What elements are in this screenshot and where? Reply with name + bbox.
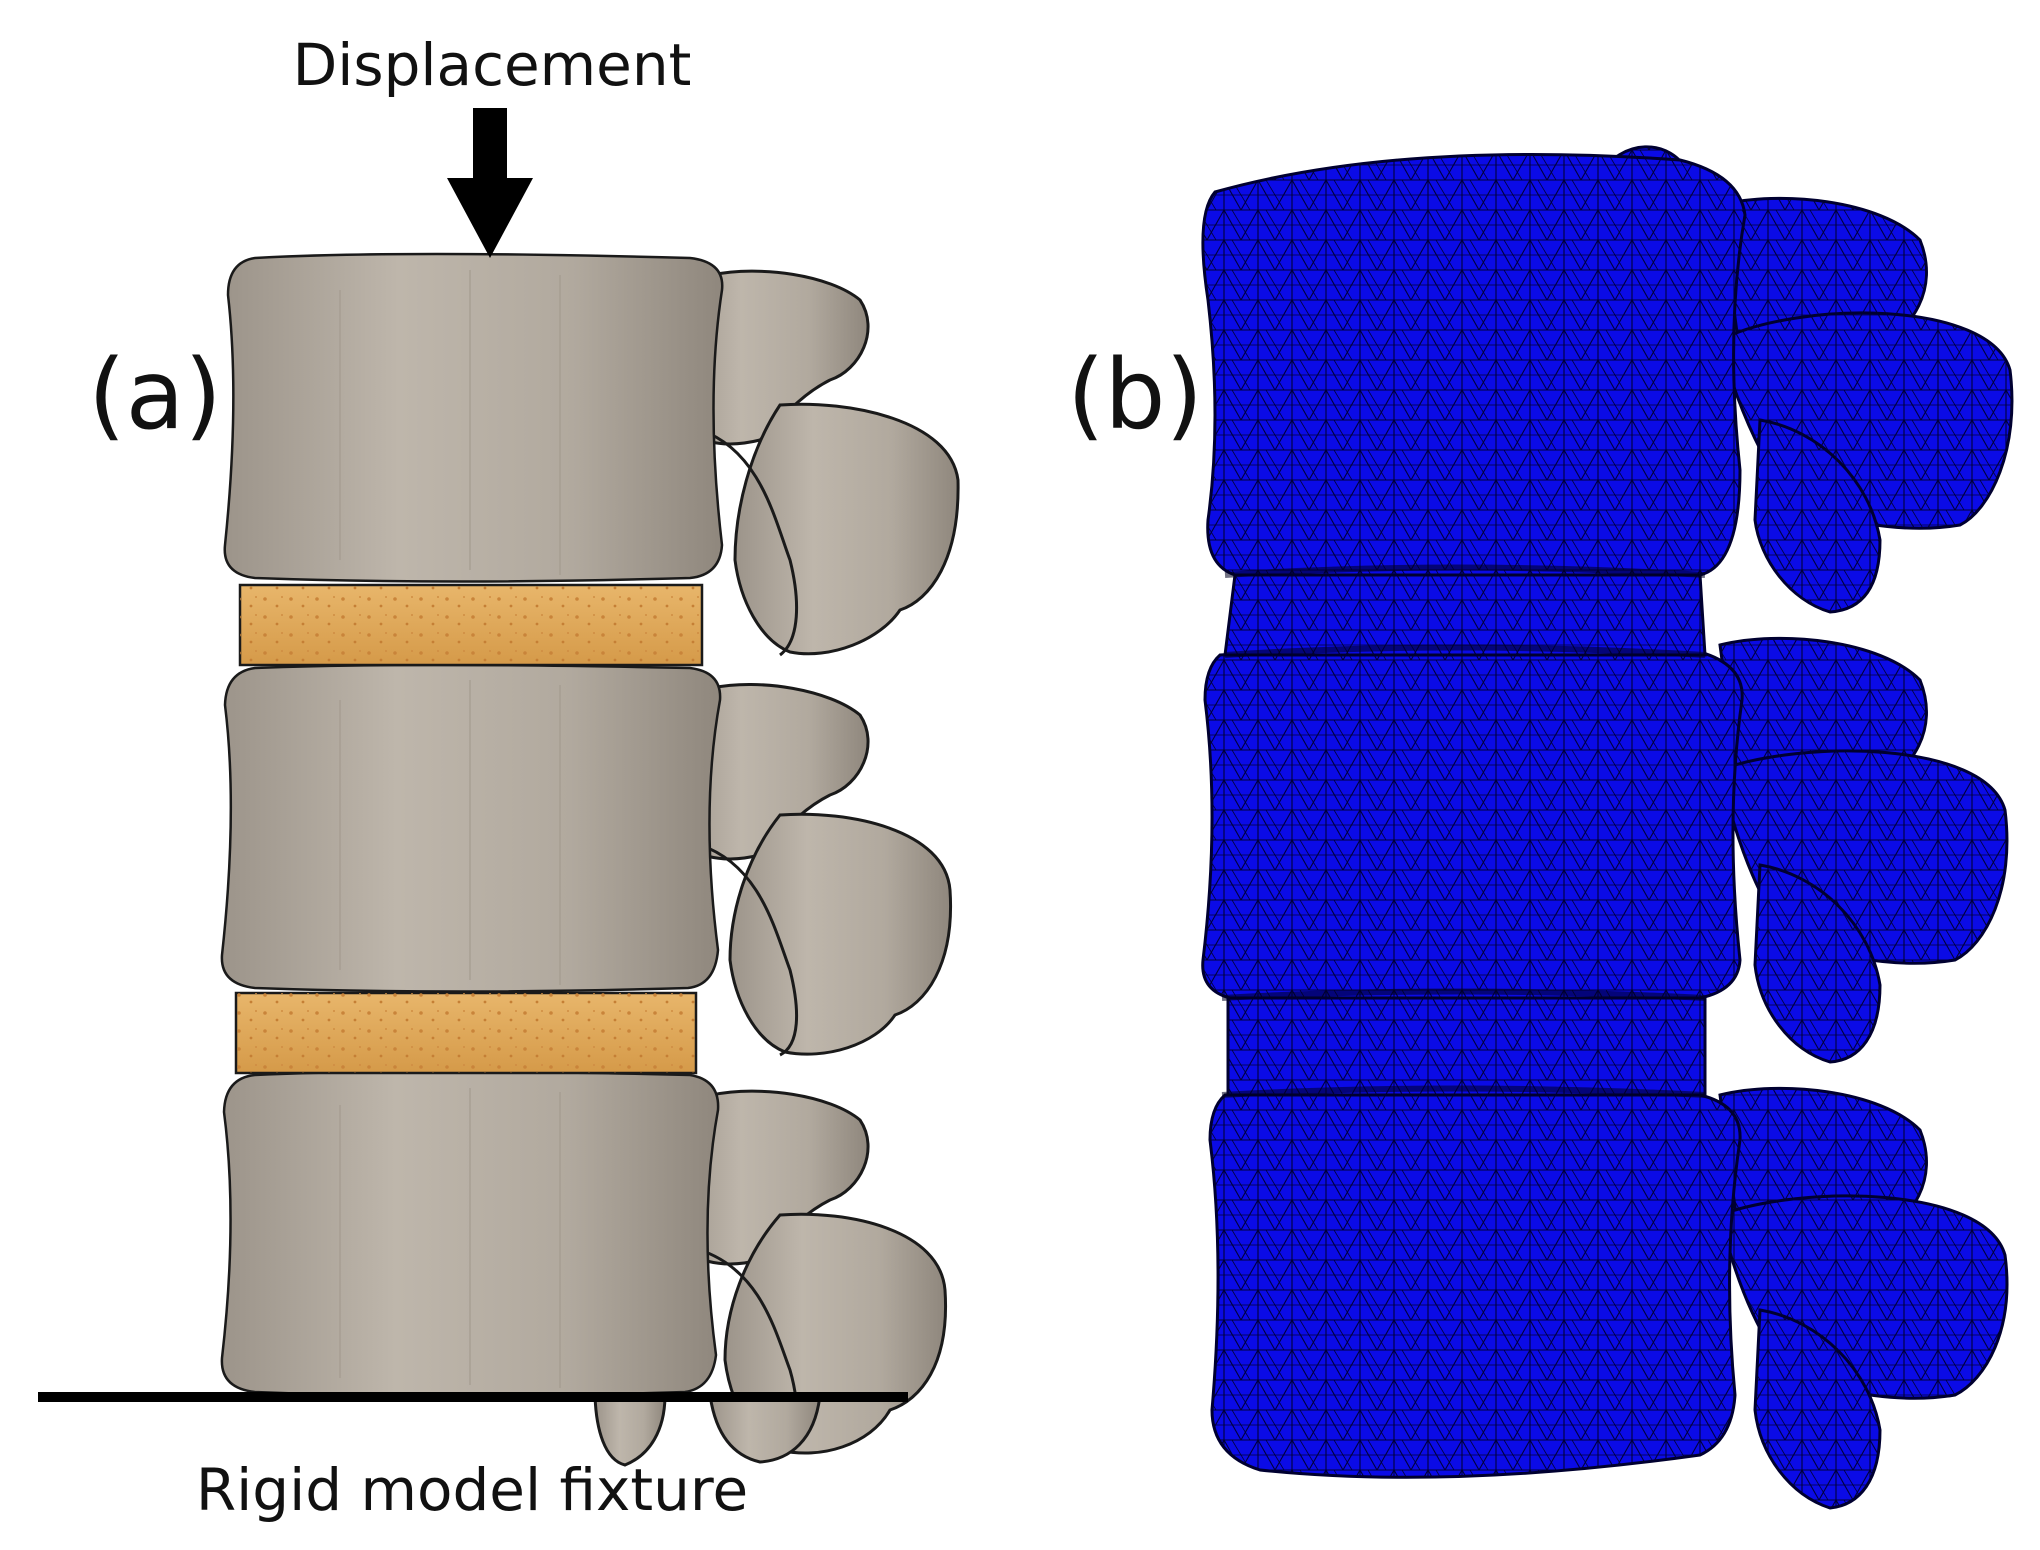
fixture-label: Rigid model fixture: [196, 1456, 748, 1524]
mesh-body-top-b: [1201, 152, 1747, 584]
vertebra-top-a: [223, 252, 724, 583]
panel-a-label: (a): [88, 339, 222, 451]
intervertebral-discs-a: [234, 583, 704, 1075]
mesh-disc-lower-b: [1226, 996, 1707, 1097]
displacement-label: Displacement: [293, 31, 692, 99]
posterior-elements-b: [1598, 145, 2014, 1510]
mesh-disc-upper-b: [1223, 573, 1707, 657]
panel-b-label: (b): [1067, 339, 1203, 451]
mesh-body-mid-b: [1201, 645, 1744, 1006]
vertebral-bodies-a: [220, 252, 724, 1398]
vertebra-mid-a: [220, 663, 722, 993]
bone-texture-a: [339, 270, 561, 1388]
mesh-shading-b: [1221, 564, 1706, 1098]
mesh-body-bottom-b: [1208, 1087, 1742, 1479]
displacement-arrow: [447, 108, 533, 258]
posterior-elements-a: [593, 269, 960, 1467]
rigid-fixture-line: [38, 1392, 908, 1402]
panel-a: Displacement (a) Rigid model fixture: [38, 31, 960, 1524]
vertebral-column-b: [1201, 152, 1747, 1479]
panel-b: (b): [1067, 145, 2014, 1510]
